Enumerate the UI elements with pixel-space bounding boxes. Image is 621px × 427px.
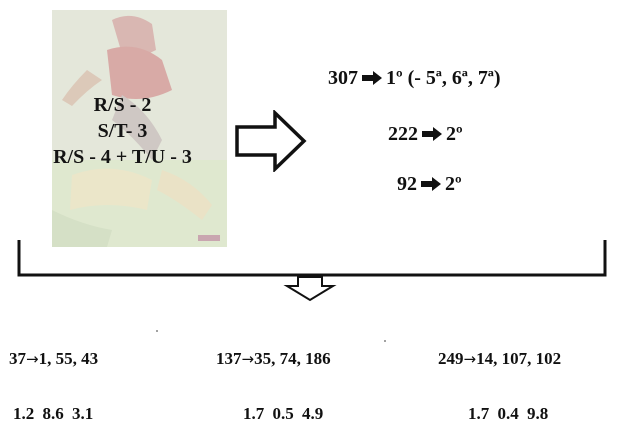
group-items: 35, 74, 186 — [254, 349, 331, 368]
result-row-3: 92 2º — [397, 172, 462, 196]
result-label: 2º — [445, 173, 462, 195]
group-value: 249 — [438, 349, 464, 368]
result-value: 222 — [388, 123, 418, 145]
photo-line-2: S/T- 3 — [97, 120, 148, 142]
result-row-2: 222 2º — [388, 122, 463, 146]
thin-right-arrow-icon: → — [463, 350, 477, 368]
result-label: 1º (- 5ª, 6ª, 7ª) — [386, 67, 501, 89]
photo-background — [52, 10, 227, 247]
group-row-3: 249→14, 107, 102 — [438, 348, 561, 370]
group-row-1: 37→1, 55, 43 — [9, 348, 98, 370]
photo-line-1: R/S - 2 — [93, 94, 152, 116]
group-numbers-3: 1.7 0.4 9.8 — [468, 404, 549, 423]
group-row-2: 137→35, 74, 186 — [216, 348, 331, 370]
group-value: 37 — [9, 349, 26, 368]
result-value: 307 — [328, 67, 358, 89]
thin-right-arrow-icon: → — [26, 350, 39, 368]
photo-line-3: R/S - 4 + T/U - 3 — [53, 146, 192, 168]
group-items: 1, 55, 43 — [38, 349, 99, 368]
photo-flag-mark — [198, 235, 220, 241]
group-numbers-1: 1.2 8.6 3.1 — [13, 404, 94, 423]
outline-down-arrow-icon — [283, 276, 337, 302]
filled-right-arrow-icon — [421, 177, 441, 191]
filled-right-arrow-icon — [422, 127, 442, 141]
result-row-1: 307 1º (- 5ª, 6ª, 7ª) — [328, 66, 501, 90]
faded-football-photo — [52, 10, 227, 247]
thin-right-arrow-icon: → — [241, 350, 255, 368]
result-value: 92 — [397, 173, 417, 195]
result-label: 2º — [446, 123, 463, 145]
outline-right-arrow-icon — [235, 110, 307, 172]
group-numbers-2: 1.7 0.5 4.9 — [243, 404, 324, 423]
filled-right-arrow-icon — [362, 71, 382, 85]
group-value: 137 — [216, 349, 242, 368]
group-items: 14, 107, 102 — [476, 349, 562, 368]
